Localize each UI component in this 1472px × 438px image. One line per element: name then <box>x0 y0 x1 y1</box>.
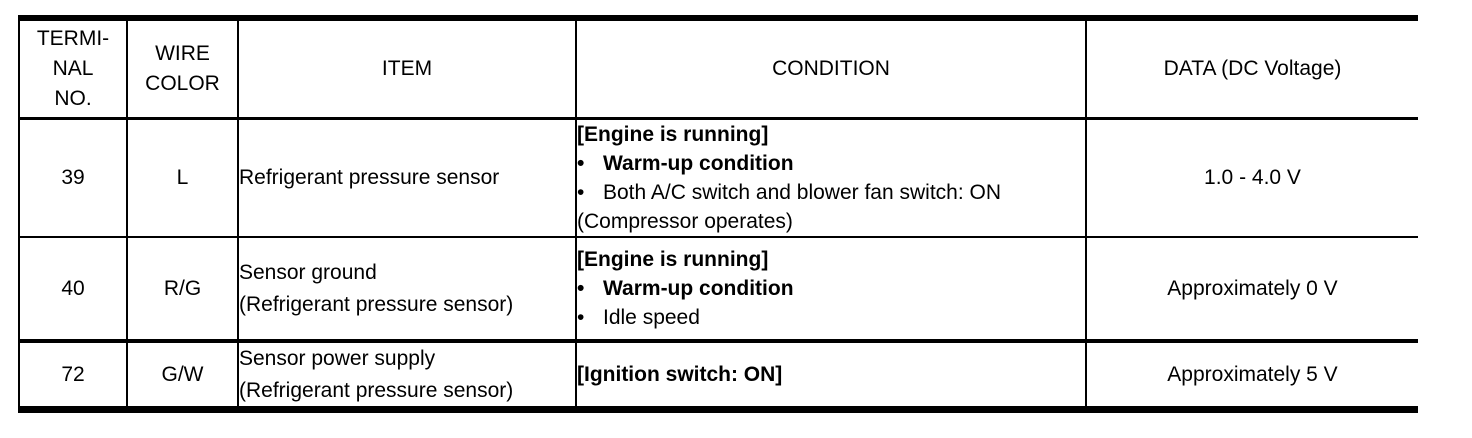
bullet-marker: • <box>577 180 585 204</box>
condition-cell: [Ignition switch: ON] <box>575 341 1086 410</box>
bullet-marker: • <box>577 151 585 175</box>
header-condition: CONDITION <box>575 18 1086 118</box>
header-row: TERMI- NAL NO. WIRE COLOR ITEM CONDITION… <box>18 18 1418 118</box>
condition-line: [Engine is running] <box>577 120 1085 149</box>
data-voltage-cell: Approximately 0 V <box>1085 237 1418 341</box>
header-terminal-no: TERMI- NAL NO. <box>18 18 127 118</box>
condition-line: (Compressor operates) <box>577 207 1085 236</box>
table-row: 72 G/W Sensor power supply (Refrigerant … <box>18 341 1418 410</box>
wire-color-cell: R/G <box>126 237 238 341</box>
condition-text: Both A/C switch and blower fan switch: O… <box>603 180 1002 204</box>
table-row: 39 L Refrigerant pressure sensor [Engine… <box>18 118 1418 237</box>
condition-text: [Ignition switch: ON] <box>577 363 783 386</box>
table-row: 40 R/G Sensor ground (Refrigerant pressu… <box>18 237 1418 341</box>
wire-color-cell: G/W <box>126 341 238 410</box>
terminal-no-cell: 39 <box>18 118 127 237</box>
bullet-marker: • <box>577 306 585 329</box>
item-cell: Sensor ground (Refrigerant pressure sens… <box>237 237 576 341</box>
bullet-marker: • <box>577 277 585 300</box>
terminal-no-cell: 72 <box>18 341 127 410</box>
condition-cell: [Engine is running] • Warm-up condition •… <box>575 118 1086 237</box>
condition-line: • Idle speed <box>577 303 1085 332</box>
item-cell: Sensor power supply (Refrigerant pressur… <box>237 341 576 410</box>
header-wire-color: WIRE COLOR <box>126 18 238 118</box>
condition-text: [Engine is running] <box>577 122 769 146</box>
terminal-spec-table: TERMI- NAL NO. WIRE COLOR ITEM CONDITION… <box>18 15 1418 413</box>
data-voltage-cell: Approximately 5 V <box>1085 341 1418 410</box>
condition-text: [Engine is running] <box>577 248 769 271</box>
condition-text: Idle speed <box>603 306 700 329</box>
terminal-spec-table-container: TERMI- NAL NO. WIRE COLOR ITEM CONDITION… <box>18 15 1418 413</box>
wire-color-cell: L <box>126 118 238 237</box>
condition-line: [Engine is running] <box>577 245 1085 274</box>
data-voltage-cell: 1.0 - 4.0 V <box>1085 118 1418 237</box>
condition-line: • Both A/C switch and blower fan switch: … <box>577 178 1085 207</box>
item-cell: Refrigerant pressure sensor <box>237 118 576 237</box>
condition-text: Warm-up condition <box>603 277 794 300</box>
header-item: ITEM <box>237 18 576 118</box>
header-data: DATA (DC Voltage) <box>1085 18 1418 118</box>
condition-cell: [Engine is running] • Warm-up condition •… <box>575 237 1086 341</box>
condition-line: • Warm-up condition <box>577 274 1085 303</box>
terminal-no-cell: 40 <box>18 237 127 341</box>
condition-line: • Warm-up condition <box>577 149 1085 178</box>
condition-text: (Compressor operates) <box>577 209 793 233</box>
condition-text: Warm-up condition <box>603 151 794 175</box>
condition-line: [Ignition switch: ON] <box>577 360 1085 389</box>
